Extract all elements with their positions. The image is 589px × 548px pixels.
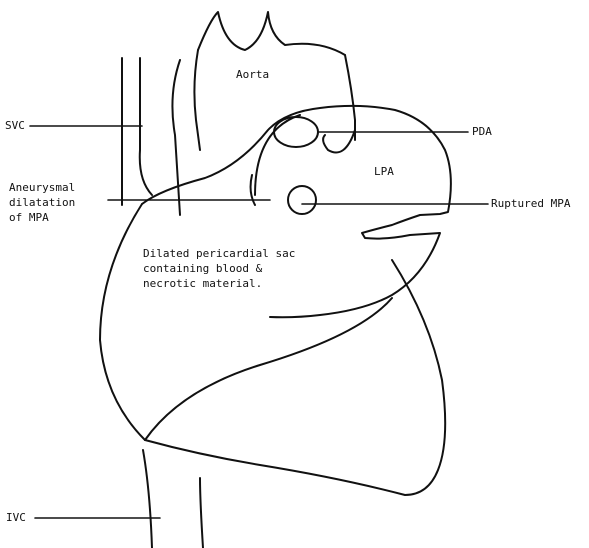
aneurysm-label-line3: of MPA: [9, 211, 49, 225]
svc-label: SVC: [5, 119, 25, 133]
lpa-label: LPA: [374, 165, 394, 179]
pda-label: PDA: [472, 125, 492, 139]
aorta-descending-curve: [323, 130, 355, 153]
sac-label-line2: containing blood &: [143, 262, 262, 276]
aorta-top-outline: [198, 12, 345, 55]
ivc-label: IVC: [6, 511, 26, 525]
aorta-inner-curve: [255, 115, 300, 195]
aneurysm-label-line2: dilatation: [9, 196, 75, 210]
aneurysm-label-line1: Aneurysmal: [9, 181, 75, 195]
ivc-vessel-left-wall: [143, 450, 152, 548]
ruptured-mpa-circle: [288, 186, 316, 214]
aorta-inner-wall: [194, 50, 200, 150]
ruptured-mpa-label: Ruptured MPA: [491, 197, 570, 211]
aorta-left-wall: [172, 60, 180, 215]
ivc-vessel-right-wall: [200, 478, 203, 548]
aorta-right-wall: [345, 55, 355, 140]
heart-septum-curve: [145, 298, 392, 440]
aorta-label: Aorta: [236, 68, 269, 82]
heart-left-outline: [100, 204, 145, 440]
pda-ellipse: [274, 117, 318, 147]
sac-label-line3: necrotic material.: [143, 277, 262, 291]
heart-right-outline: [145, 260, 445, 495]
sac-label-line1: Dilated pericardial sac: [143, 247, 295, 261]
